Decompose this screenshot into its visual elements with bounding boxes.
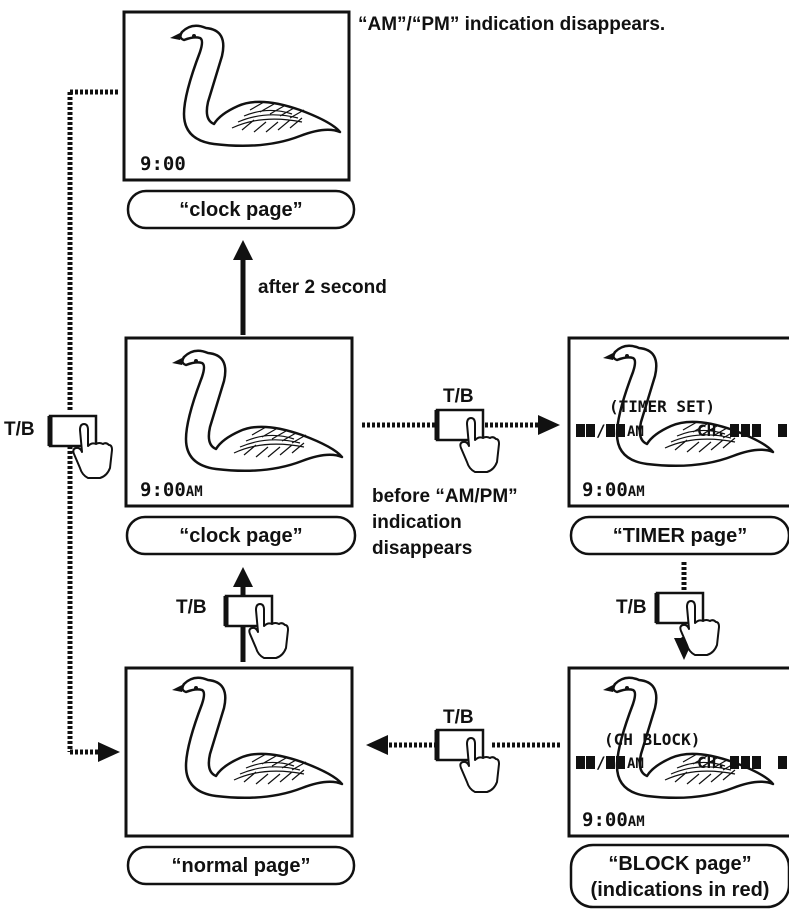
- label-normal-page: “normal page”: [128, 847, 354, 884]
- label-text-line2: (indications in red): [591, 879, 770, 901]
- label-clock-page-middle: “clock page”: [127, 517, 355, 554]
- arrow-clock-to-timer: T/B before “AM/PM” indication disappears: [362, 386, 560, 559]
- tb-button: [657, 593, 719, 655]
- svg-text:AM: AM: [627, 756, 644, 772]
- arrow-timer-to-block: T/B: [616, 562, 719, 660]
- tb-button: [437, 730, 499, 792]
- svg-text:/: /: [596, 753, 606, 772]
- arrow-normal-to-clock: T/B: [176, 567, 288, 662]
- label-clock-page-top: “clock page”: [128, 191, 354, 228]
- label-block-page: “BLOCK page” (indications in red): [571, 845, 789, 907]
- tb-label: T/B: [443, 386, 474, 407]
- tb-label: T/B: [443, 707, 474, 728]
- tb-label: T/B: [616, 597, 647, 618]
- screen-timer: (TIMER SET) / AM CH. 9:00AM: [569, 338, 789, 506]
- timer-set-title: (TIMER SET): [609, 397, 715, 416]
- tb-button: [50, 416, 112, 478]
- label-text: “TIMER page”: [613, 525, 747, 547]
- screen-normal: [126, 668, 352, 836]
- svg-text:CH.: CH.: [697, 753, 726, 772]
- before-ampm-line1: before “AM/PM”: [372, 486, 518, 507]
- label-text: “clock page”: [179, 525, 302, 547]
- label-text: “clock page”: [179, 199, 302, 221]
- screen-clock-middle: 9:00AM: [126, 338, 352, 506]
- tb-label: T/B: [4, 419, 35, 440]
- label-text-line1: “BLOCK page”: [608, 853, 751, 875]
- tb-button: [226, 596, 288, 658]
- tb-label: T/B: [176, 597, 207, 618]
- before-ampm-line2: indication: [372, 512, 462, 533]
- svg-text:CH.: CH.: [697, 421, 726, 440]
- after-2-second-label: after 2 second: [258, 277, 387, 298]
- ch-block-title: (CH BLOCK): [604, 730, 700, 749]
- screen-frame: [126, 668, 352, 836]
- screen-clock-top: 9:00: [124, 12, 349, 180]
- tb-button: [437, 410, 499, 472]
- arrow-after-2-second: after 2 second: [233, 240, 387, 335]
- before-ampm-line3: disappears: [372, 538, 472, 559]
- label-text: “normal page”: [172, 855, 311, 877]
- ampm-disappears-note: “AM”/“PM” indication disappears.: [358, 14, 665, 35]
- arrow-block-to-normal: T/B: [366, 707, 560, 792]
- clock-time: 9:00: [140, 153, 186, 175]
- arrow-top-to-normal-loop: T/B: [4, 92, 120, 762]
- screen-block: (CH BLOCK) / AM CH. 9:00AM: [569, 668, 789, 836]
- svg-text:/: /: [596, 421, 606, 440]
- label-timer-page: “TIMER page”: [571, 517, 789, 554]
- svg-text:AM: AM: [627, 424, 644, 440]
